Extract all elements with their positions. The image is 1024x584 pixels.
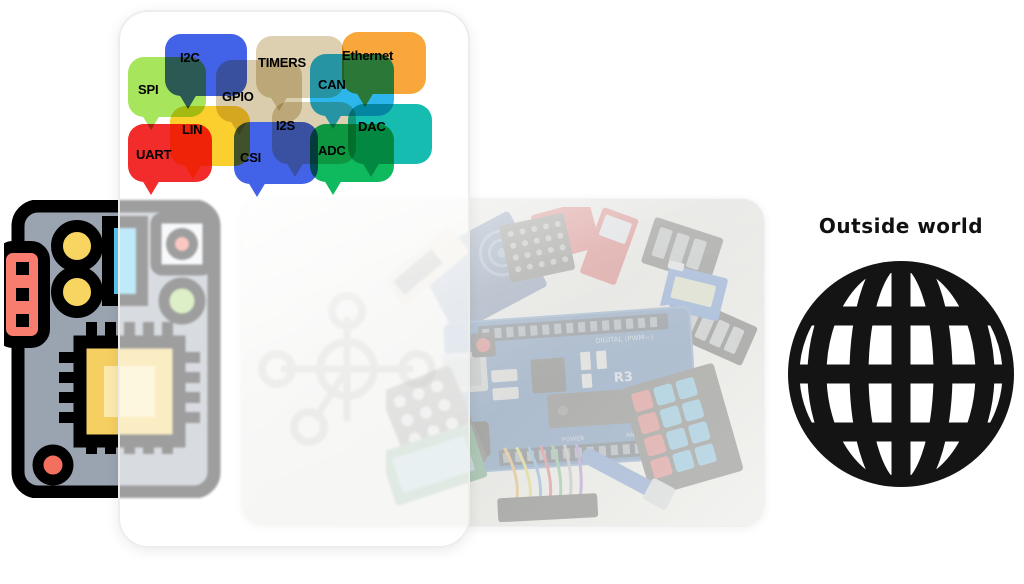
protocol-bubble-group: SPI I2C UART LIN GPIO TIMERS CSI I2S CAN Ethernet… xyxy=(120,12,472,212)
outside-world-label: Outside world xyxy=(818,214,984,238)
outside-world-group: Outside world xyxy=(786,206,1016,496)
protocol-bubble-label: SPI xyxy=(138,82,159,97)
protocol-bubble-label: LIN xyxy=(182,122,203,137)
protocol-bubble-label: DAC xyxy=(358,119,386,134)
protocol-bubble-adc[interactable] xyxy=(310,124,394,195)
globe-icon xyxy=(786,254,1016,494)
protocol-bubble-label: CSI xyxy=(240,150,262,165)
protocol-bubble-i2c[interactable] xyxy=(165,34,247,109)
protocol-bubble-label: I2C xyxy=(180,50,200,65)
bubble-tail xyxy=(248,182,266,197)
protocol-bubble-label: CAN xyxy=(318,77,346,92)
protocol-bubble-label: ADC xyxy=(318,143,346,158)
bubble-tail xyxy=(179,94,197,109)
protocol-bubble-label: Ethernet xyxy=(342,48,394,63)
peripherals-panel: SPI I2C UART LIN GPIO TIMERS CSI I2S CAN Ethernet… xyxy=(118,10,470,548)
protocol-bubble-uart[interactable] xyxy=(128,124,212,195)
bubble-tail xyxy=(142,180,160,195)
protocol-bubble-label: UART xyxy=(136,147,172,162)
protocol-bubble-label: TIMERS xyxy=(258,55,306,70)
protocol-bubble-label: GPIO xyxy=(222,89,254,104)
bubble-tail xyxy=(324,180,342,195)
svg-text:R3: R3 xyxy=(613,370,633,386)
protocol-bubble-csi[interactable] xyxy=(234,122,318,197)
protocol-bubble-label: I2S xyxy=(276,118,295,133)
